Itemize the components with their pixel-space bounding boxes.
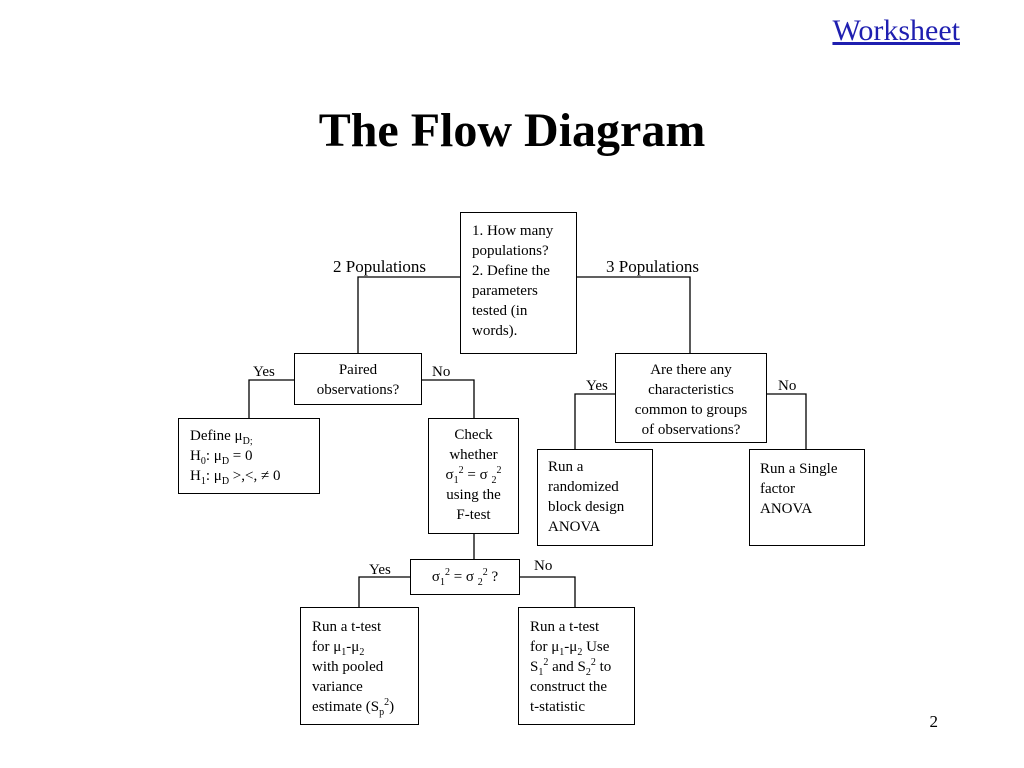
block-line-4: ANOVA	[548, 519, 601, 535]
unpooled-line-1: Run a t-test	[530, 619, 600, 635]
single-line-2: factor	[760, 481, 795, 497]
single-line-1: Run a Single	[760, 461, 838, 477]
define-line-2: H0: μD = 0	[190, 448, 253, 467]
characteristics-box: Are there any characteristics common to …	[615, 353, 767, 443]
page-title: The Flow Diagram	[318, 104, 706, 157]
connector-char-no	[767, 393, 807, 449]
paired-box: Paired observations?	[294, 353, 422, 405]
page-number: 2	[929, 712, 939, 731]
char-line-2: characteristics	[648, 382, 734, 398]
check-line-2: whether	[449, 447, 498, 463]
connector-paired-no	[422, 379, 475, 418]
define-line-3: H1: μD >,<, ≠ 0	[190, 468, 281, 487]
variance-yes-label: Yes	[369, 562, 391, 578]
start-line-6: words).	[472, 323, 518, 339]
pooled-line-3: with pooled	[312, 659, 384, 675]
pooled-line-1: Run a t-test	[312, 619, 382, 635]
unpooled-line-3: S12 and S22 to	[530, 657, 612, 678]
start-line-2: populations?	[472, 243, 549, 259]
single-anova-box: Run a Single factor ANOVA	[749, 449, 865, 546]
pooled-line-4: variance	[312, 679, 363, 695]
paired-line-1: Paired	[338, 362, 378, 378]
connector-3pop	[577, 276, 691, 353]
block-line-1: Run a	[548, 459, 584, 475]
char-line-4: of observations?	[641, 422, 741, 438]
pooled-line-2: for μ1-μ2	[312, 639, 365, 658]
unpooled-line-2: for μ1-μ2 Use	[530, 639, 610, 658]
pooled-line-5: estimate (Sp2)	[312, 697, 395, 718]
start-box: 1. How many populations? 2. Define the p…	[460, 212, 577, 354]
unpooled-line-4: construct the	[530, 679, 608, 695]
block-line-2: randomized	[548, 479, 619, 495]
paired-line-2: observations?	[316, 382, 400, 398]
start-line-4: parameters	[472, 283, 538, 299]
single-line-3: ANOVA	[760, 501, 813, 517]
unpooled-line-5: t-statistic	[530, 699, 585, 715]
check-line-4: using the	[446, 487, 501, 503]
start-line-1: 1. How many	[472, 223, 554, 239]
check-line-5: F-test	[456, 507, 491, 523]
unpooled-ttest-box: Run a t-test for μ1-μ2 Use S12 and S22 t…	[518, 607, 635, 725]
connector-2pop	[357, 276, 460, 353]
start-line-3: 2. Define the	[472, 263, 550, 279]
label-3-populations: 3 Populations	[606, 257, 700, 276]
block-line-3: block design	[548, 499, 625, 515]
pooled-ttest-box: Run a t-test for μ1-μ2 with pooled varia…	[300, 607, 419, 725]
char-no-label: No	[778, 378, 797, 394]
check-box: Check whether σ12 = σ 22 using the F-tes…	[428, 418, 519, 534]
check-line-3: σ12 = σ 22	[445, 465, 502, 486]
char-line-3: common to groups	[634, 402, 748, 418]
paired-yes-label: Yes	[253, 364, 275, 380]
variance-question-box: σ12 = σ 22 ?	[410, 559, 520, 595]
connector-paired-yes	[248, 379, 294, 418]
worksheet-link[interactable]: Worksheet	[832, 14, 960, 47]
block-anova-box: Run a randomized block design ANOVA	[537, 449, 653, 546]
check-line-1: Check	[454, 427, 493, 443]
char-line-1: Are there any	[650, 362, 732, 378]
start-line-5: tested (in	[472, 303, 528, 319]
paired-no-label: No	[432, 364, 451, 380]
char-yes-label: Yes	[586, 378, 608, 394]
connector-char-yes	[574, 393, 615, 449]
connector-var-no	[520, 576, 576, 607]
define-box: Define μD; H0: μD = 0 H1: μD >,<, ≠ 0	[178, 418, 320, 494]
define-line-1: Define μD;	[190, 428, 253, 447]
label-2-populations: 2 Populations	[333, 257, 427, 276]
connector-var-yes	[358, 576, 410, 607]
variance-no-label: No	[534, 558, 553, 574]
